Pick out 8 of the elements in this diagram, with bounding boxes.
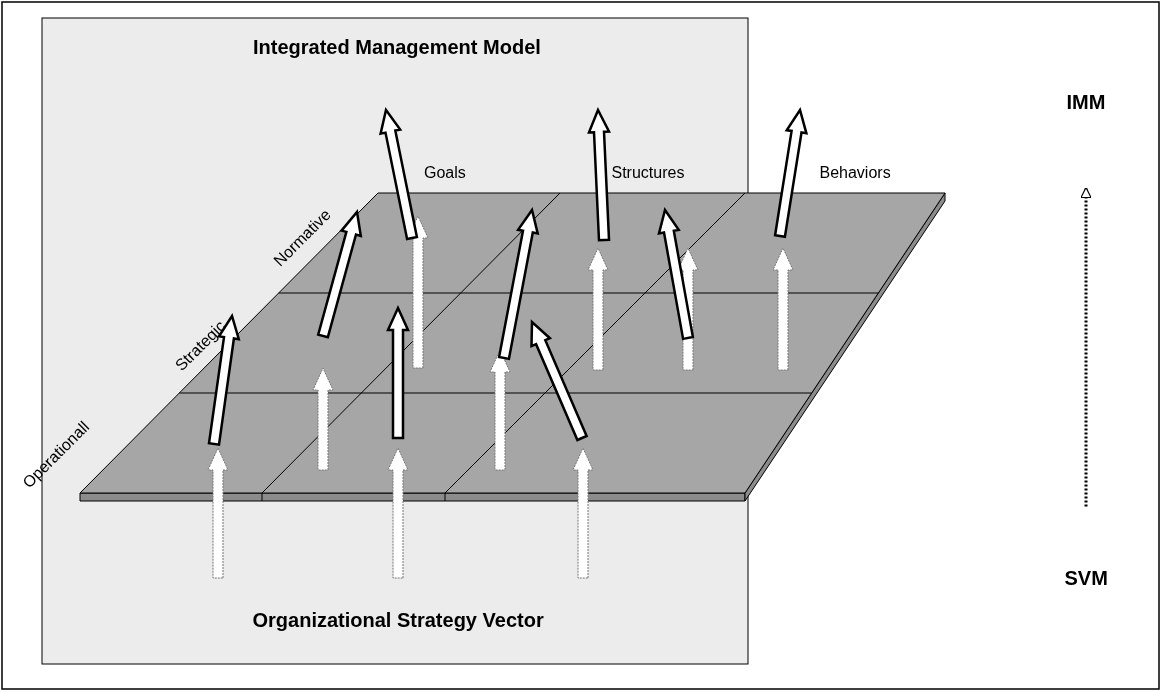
arrow xyxy=(1080,186,1092,507)
diagram-subtitle: Organizational Strategy Vector xyxy=(252,608,544,632)
node-label: IMM xyxy=(1066,90,1106,114)
diagram-title: Integrated Management Model xyxy=(253,35,541,59)
column-label: Goals xyxy=(424,164,466,182)
node-label: SVM xyxy=(1064,566,1108,590)
column-label: Structures xyxy=(611,164,685,182)
column-label: Behaviors xyxy=(819,164,891,182)
